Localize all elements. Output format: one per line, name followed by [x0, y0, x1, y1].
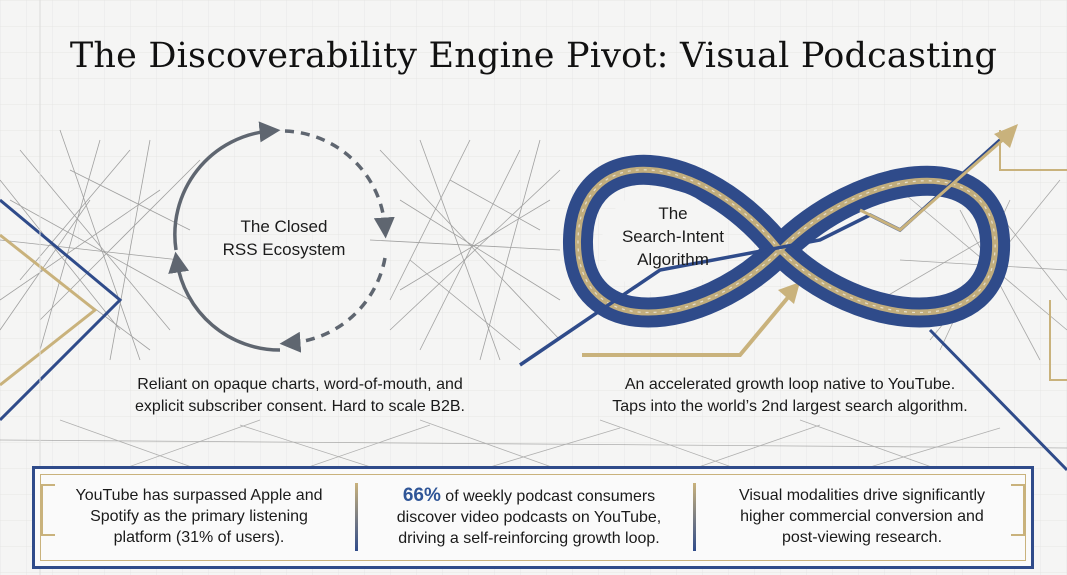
closed-rss-label-line1: The Closed [240, 217, 328, 236]
stats-panel: YouTube has surpassed Apple and Spotify … [32, 466, 1034, 569]
infinity-loop [562, 154, 1011, 328]
growth-line-gold-upper [859, 136, 1006, 232]
closed-rss-label: The Closed RSS Ecosystem [196, 215, 372, 261]
stat3-line3: post-viewing research. [781, 529, 943, 546]
search-intent-label-line2: Search-Intent [621, 227, 725, 246]
stat-youtube-platform: YouTube has surpassed Apple and Spotify … [49, 485, 349, 548]
stat1-line2: Spotify as the primary listening [90, 508, 308, 525]
stat2-line2: discover video podcasts on YouTube, [396, 509, 662, 526]
growth-arrowhead-gold [778, 282, 800, 304]
stats-panel-inner-border [40, 474, 1026, 561]
closed-rss-label-line2: RSS Ecosystem [222, 240, 346, 259]
growth-arrowhead-navy [994, 124, 1018, 148]
closed-rss-caption-line2: explicit subscriber consent. Hard to sca… [135, 398, 465, 415]
stats-divider-1 [355, 483, 358, 551]
stat3-line1: Visual modalities drive significantly [738, 487, 986, 504]
closed-rss-caption: Reliant on opaque charts, word-of-mouth,… [90, 374, 510, 418]
sketch-lines-middle [369, 139, 561, 361]
search-intent-caption-line1: An accelerated growth loop native to You… [624, 376, 956, 393]
frame-line-right-gold-2 [1049, 300, 1067, 381]
stat2-line1-rest: of weekly podcast consumers [440, 488, 656, 505]
cycle-arc-dashed-top-right [284, 129, 395, 239]
growth-line-gold [582, 293, 792, 357]
search-intent-label-line3: Algorithm [637, 250, 709, 269]
stat2-line1: 66% of weekly podcast consumers [371, 485, 687, 507]
sketch-lines-bottom [0, 419, 1067, 471]
stats-bracket-left [41, 484, 55, 536]
page-title: The Discoverability Engine Pivot: Visual… [69, 36, 998, 76]
frame-line-left-gold [0, 233, 98, 387]
stat2-highlight: 66% [402, 485, 441, 506]
cycle-arc-solid-left [173, 121, 281, 251]
stat1-line1: YouTube has surpassed Apple and [75, 487, 323, 504]
closed-rss-caption-line1: Reliant on opaque charts, word-of-mouth,… [137, 376, 463, 393]
stats-divider-2 [693, 483, 696, 551]
search-intent-label-line1: The [658, 204, 688, 223]
stat-video-discovery: 66% of weekly podcast consumers discover… [371, 485, 687, 549]
stats-bracket-right [1011, 484, 1025, 536]
search-intent-caption: An accelerated growth loop native to You… [570, 374, 1010, 418]
stat-visual-conversion: Visual modalities drive significantly hi… [707, 485, 1017, 548]
cycle-arc-dashed-bottom-right [279, 257, 387, 353]
stat3-line2: higher commercial conversion and [740, 508, 984, 525]
frame-line-right-navy [928, 328, 1067, 472]
search-intent-caption-line2: Taps into the world’s 2nd largest search… [612, 398, 968, 415]
search-intent-label: The Search-Intent Algorithm [603, 202, 743, 271]
cycle-arc-solid-bottom-left [168, 251, 281, 352]
stat1-line3: platform (31% of users). [113, 529, 285, 546]
stat2-line3: driving a self-reinforcing growth loop. [398, 530, 660, 547]
closed-cycle [168, 121, 395, 353]
